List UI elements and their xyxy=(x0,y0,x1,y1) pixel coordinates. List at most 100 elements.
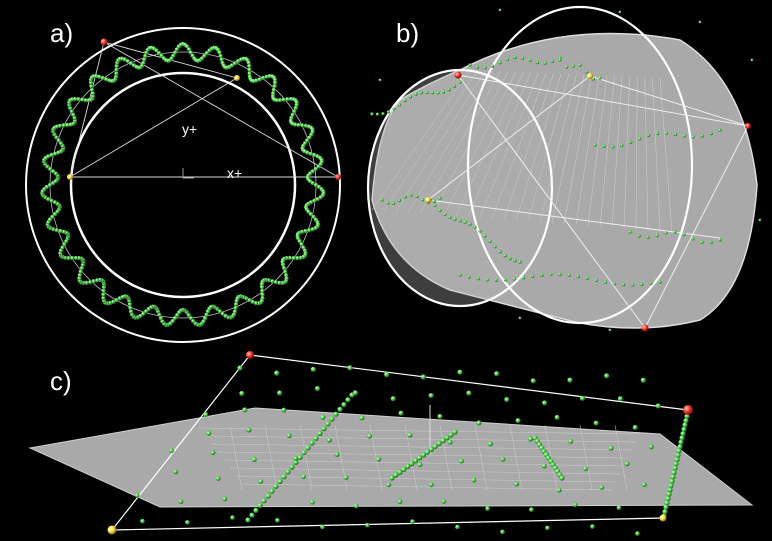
chord-line xyxy=(427,75,591,201)
bead xyxy=(61,229,66,234)
bead xyxy=(308,212,313,217)
bead xyxy=(380,198,384,202)
bead xyxy=(237,365,243,371)
bead xyxy=(518,260,522,264)
bead xyxy=(56,138,61,143)
bead xyxy=(750,58,754,62)
stripe-line xyxy=(599,76,615,227)
bead xyxy=(272,84,277,89)
bead xyxy=(272,77,278,82)
bead xyxy=(310,499,315,505)
bead xyxy=(458,219,462,223)
bead xyxy=(378,78,382,82)
bead xyxy=(247,298,252,303)
bead xyxy=(467,275,471,279)
bead xyxy=(173,469,178,475)
bead xyxy=(401,466,407,472)
bead xyxy=(542,400,548,406)
bead xyxy=(585,70,589,74)
bead xyxy=(664,231,668,235)
grid-line xyxy=(299,424,313,491)
bead xyxy=(430,91,435,95)
bead xyxy=(246,427,252,433)
bead xyxy=(386,110,391,114)
bead xyxy=(313,182,319,188)
bead xyxy=(664,500,670,506)
bead xyxy=(535,61,540,65)
bead xyxy=(277,390,283,396)
bead xyxy=(321,426,327,432)
bead xyxy=(381,112,385,116)
bead xyxy=(443,212,447,216)
bead xyxy=(65,122,70,128)
bead xyxy=(438,208,442,212)
bead xyxy=(604,373,610,379)
bead xyxy=(297,454,303,461)
grid-line xyxy=(205,435,637,443)
bead xyxy=(310,181,315,186)
bead xyxy=(142,57,147,62)
bead xyxy=(187,47,192,52)
bead xyxy=(175,313,180,318)
stripe-line xyxy=(575,75,600,226)
bead xyxy=(253,301,259,306)
bead xyxy=(173,50,178,55)
bead xyxy=(718,238,722,242)
bead xyxy=(554,414,560,420)
bead xyxy=(191,319,196,324)
bead xyxy=(320,524,325,530)
bead xyxy=(417,462,423,468)
bead xyxy=(274,370,280,376)
grid-line xyxy=(404,424,418,491)
bead xyxy=(437,413,443,419)
stripe-line xyxy=(623,76,630,229)
bead xyxy=(559,475,565,481)
bead xyxy=(239,390,245,396)
bead xyxy=(668,483,674,489)
bead xyxy=(47,217,53,222)
stripe-line xyxy=(563,75,592,225)
bead xyxy=(66,256,71,261)
stripe-line xyxy=(659,77,673,233)
bead xyxy=(220,311,225,316)
bead xyxy=(397,469,403,475)
grid-line xyxy=(211,443,633,451)
bead xyxy=(541,463,547,469)
bead xyxy=(44,184,50,190)
bead xyxy=(293,459,299,465)
bead xyxy=(628,230,632,234)
bead xyxy=(289,464,295,470)
bead xyxy=(219,57,224,62)
bead xyxy=(204,312,209,317)
bead xyxy=(420,374,426,380)
bead-cloud xyxy=(134,365,691,536)
bead xyxy=(438,196,442,200)
bead xyxy=(637,234,641,238)
bead xyxy=(271,87,276,92)
bead xyxy=(296,122,301,128)
red-marker xyxy=(335,174,341,180)
bead xyxy=(458,458,464,464)
bead xyxy=(274,98,280,103)
bead xyxy=(313,166,318,172)
bead xyxy=(218,53,223,59)
red-marker xyxy=(683,405,693,415)
bead xyxy=(571,64,575,68)
surface-grid xyxy=(199,424,641,491)
grid-line xyxy=(509,424,523,491)
bead xyxy=(678,439,684,445)
bead xyxy=(642,482,647,487)
bead xyxy=(281,262,286,267)
bead xyxy=(285,469,291,475)
bead xyxy=(397,103,402,107)
bead xyxy=(611,145,615,149)
bead xyxy=(529,507,534,512)
bead xyxy=(88,80,93,85)
bead xyxy=(282,266,287,271)
bead xyxy=(617,396,623,402)
bead xyxy=(54,228,59,233)
chord-line xyxy=(457,74,749,127)
bead xyxy=(77,273,82,278)
bead xyxy=(352,390,358,396)
bead xyxy=(79,266,84,271)
